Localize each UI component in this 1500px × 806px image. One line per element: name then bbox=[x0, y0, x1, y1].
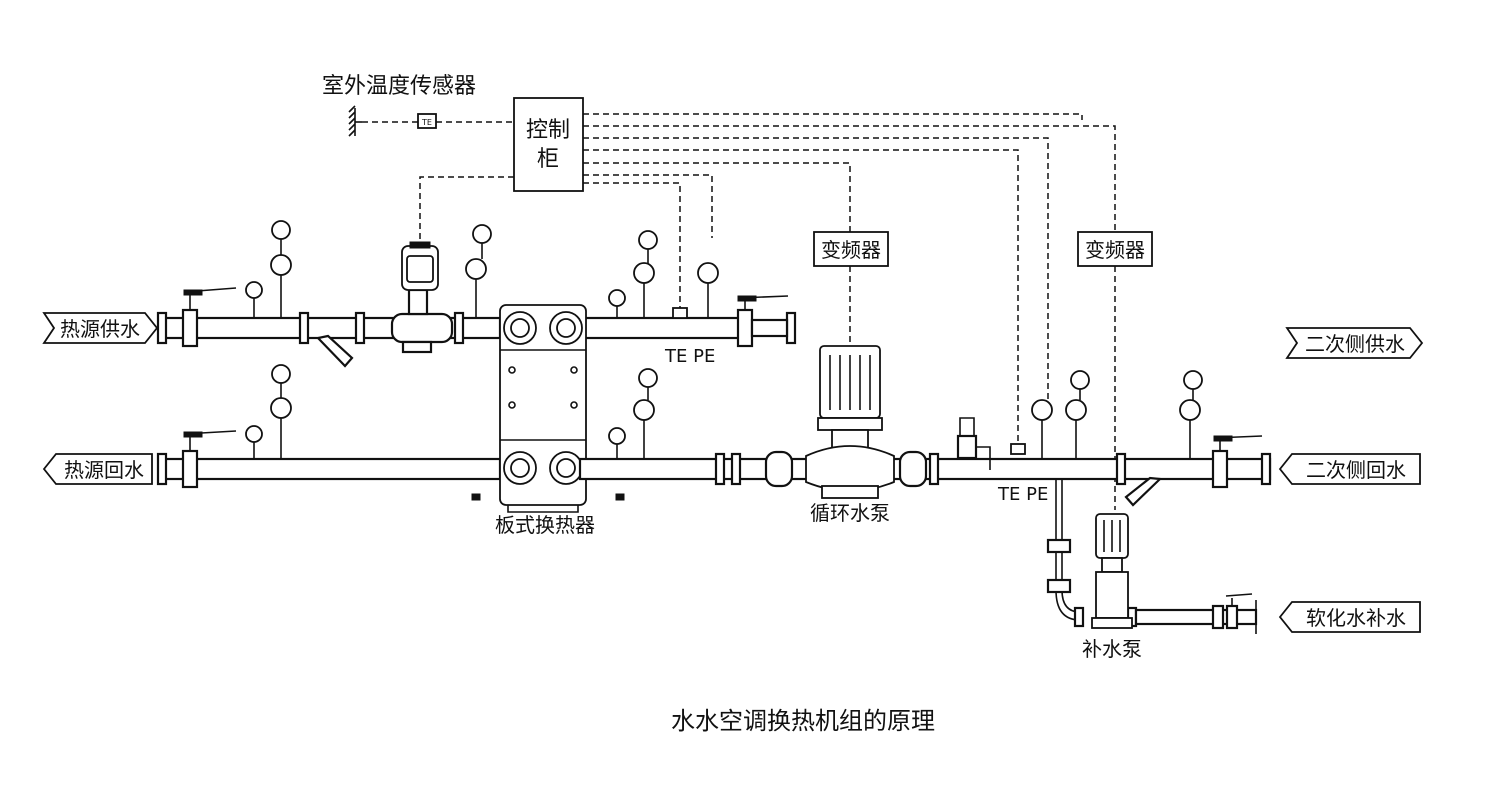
plate-hx-label: 板式换热器 bbox=[495, 513, 595, 537]
makeup-water-branch bbox=[1046, 479, 1258, 634]
diagram-title: 水水空调换热机组的原理 bbox=[671, 707, 935, 735]
heat-return-pipe bbox=[156, 430, 502, 489]
makeup-pump-label: 补水泵 bbox=[1082, 637, 1142, 661]
te-pe-label-2: TE PE bbox=[997, 484, 1048, 505]
outdoor-temperature-sensor: TE bbox=[348, 105, 437, 137]
te-pe-label-1: TE PE bbox=[664, 346, 715, 367]
vfd-2-label: 变频器 bbox=[1085, 238, 1145, 262]
heat-return-label: 热源回水 bbox=[64, 458, 144, 482]
vfd-box-1: 变频器 bbox=[813, 231, 889, 267]
vfd-1-label: 变频器 bbox=[821, 238, 881, 262]
secondary-supply-label: 二次侧供水 bbox=[1305, 332, 1405, 356]
arrow-heat-supply: 热源供水 bbox=[42, 312, 159, 344]
secondary-return-label: 二次侧回水 bbox=[1306, 458, 1406, 482]
softened-makeup-label: 软化水补水 bbox=[1306, 606, 1406, 630]
makeup-pump bbox=[1091, 513, 1133, 629]
vfd-box-2: 变频器 bbox=[1077, 231, 1153, 267]
cabinet-label-line2: 柜 bbox=[537, 147, 559, 172]
circ-pump-label: 循环水泵 bbox=[810, 501, 890, 525]
arrow-softened-makeup: 软化水补水 bbox=[1278, 601, 1421, 633]
pressure-gauges bbox=[245, 220, 1203, 459]
heat-supply-pipe bbox=[156, 241, 797, 368]
outdoor-sensor-label: 室外温度传感器 bbox=[322, 74, 476, 99]
secondary-return-pipe bbox=[578, 417, 1272, 507]
sensor-mark: TE bbox=[421, 118, 432, 127]
arrow-secondary-supply: 二次侧供水 bbox=[1285, 327, 1424, 359]
cabinet-label-line1: 控制 bbox=[526, 118, 570, 143]
plate-heat-exchanger bbox=[471, 304, 625, 513]
circulation-pump bbox=[805, 345, 895, 499]
arrow-heat-return: 热源回水 bbox=[42, 453, 153, 485]
control-cabinet: 控制 柜 bbox=[513, 97, 584, 192]
heat-supply-label: 热源供水 bbox=[60, 317, 140, 341]
arrow-secondary-return: 二次侧回水 bbox=[1278, 453, 1421, 485]
control-signal-lines bbox=[362, 113, 1116, 510]
